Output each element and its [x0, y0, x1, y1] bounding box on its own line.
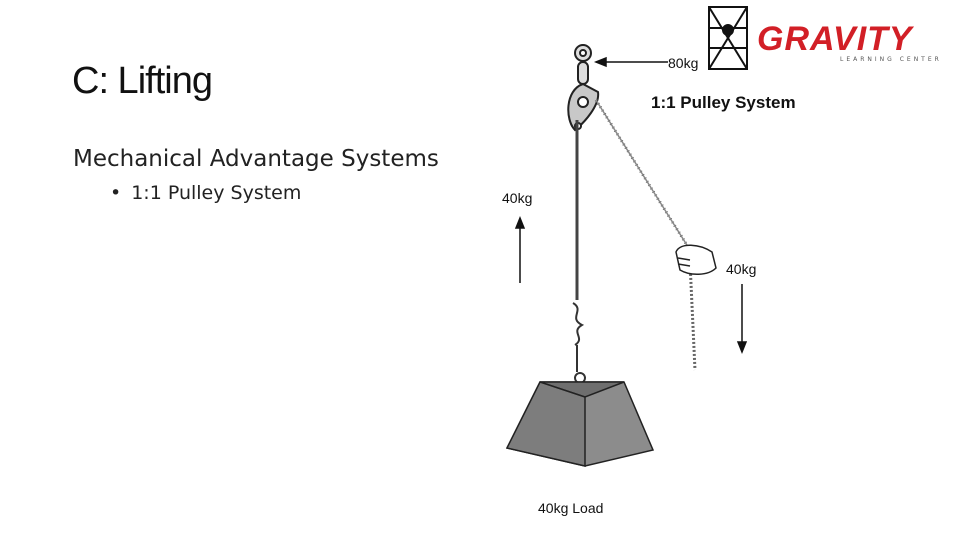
- up-arrow-icon: [514, 215, 526, 283]
- logo-cage-icon: [708, 6, 748, 70]
- down-arrow-icon: [736, 284, 748, 355]
- slide-subtitle: Mechanical Advantage Systems: [73, 146, 439, 172]
- load-block-icon: [505, 381, 655, 467]
- logo-brand: GRAVITY: [757, 20, 913, 58]
- left-force-label: 40kg: [502, 190, 533, 206]
- pulley-icon: [567, 82, 600, 132]
- knot-icon: [572, 302, 586, 384]
- anchor-arrow-icon: [593, 56, 668, 68]
- logo-tagline: LEARNING CENTER: [840, 56, 942, 63]
- right-force-label: 40kg: [726, 261, 757, 277]
- rope-right-core: [595, 99, 691, 251]
- slide-title: C: Lifting: [72, 60, 213, 102]
- load-label: 40kg Load: [538, 500, 604, 516]
- bullet-dot-icon: •: [110, 182, 122, 204]
- anchor-shackle-icon: [574, 44, 592, 85]
- anchor-force-label: 80kg: [668, 55, 699, 71]
- diagram-heading: 1:1 Pulley System: [651, 93, 796, 112]
- bullet-item: • 1:1 Pulley System: [110, 182, 301, 204]
- bullet-text: 1:1 Pulley System: [131, 182, 302, 204]
- rope-tail: [688, 261, 697, 371]
- hand-icon: [675, 244, 717, 275]
